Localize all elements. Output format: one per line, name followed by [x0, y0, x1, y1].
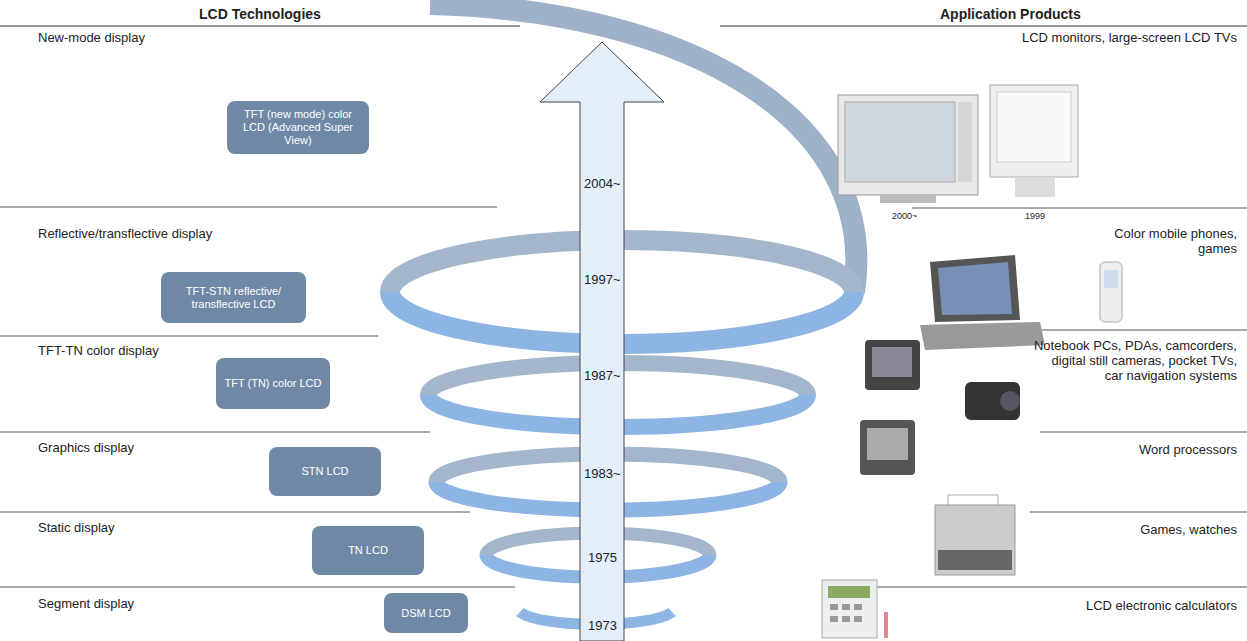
laptop-base	[920, 322, 1045, 350]
technology-box: TFT (new mode) color LCD (Advanced Super…	[227, 101, 369, 154]
technology-box: TFT-STN reflective/ transflective LCD	[161, 272, 306, 323]
calculator-display	[828, 586, 870, 598]
box-text: TFT (TN) color LCD	[225, 377, 322, 390]
year-label: 1999	[1025, 211, 1045, 222]
category-label: Graphics display	[38, 440, 134, 455]
separator-line	[0, 512, 470, 513]
year-label: 1983~	[584, 466, 621, 481]
laptop-screen	[938, 262, 1012, 315]
year-label: 1997~	[584, 272, 621, 287]
keyboard	[938, 550, 1012, 570]
separator-line	[0, 336, 378, 337]
pda-illustration	[865, 340, 920, 390]
calculator-key	[830, 616, 838, 622]
calculator-key	[854, 616, 862, 622]
pen	[884, 612, 888, 638]
calculator-key	[842, 604, 850, 610]
box-text: TN LCD	[348, 544, 388, 557]
technology-box: DSM LCD	[384, 593, 468, 633]
separator-line	[1040, 432, 1247, 433]
category-label: Reflective/transflective display	[38, 226, 212, 241]
separator-line	[912, 208, 1247, 209]
tv-speaker	[958, 102, 972, 182]
phone-illustration	[1100, 262, 1122, 322]
category-label: TFT-TN color display	[38, 343, 159, 358]
product-label: Games, watches	[1037, 522, 1237, 537]
calculator-key	[830, 604, 838, 610]
calculator-illustration	[822, 580, 877, 638]
separator-line	[1030, 512, 1247, 513]
box-text: TFT (new mode) color LCD (Advanced Super…	[235, 108, 361, 147]
year-label: 2004~	[584, 176, 621, 191]
pocket-tv-illustration	[860, 420, 915, 475]
calculator-key	[854, 604, 862, 610]
monitor-screen	[997, 92, 1071, 162]
camcorder-lens	[1000, 391, 1020, 411]
separator-line	[0, 432, 430, 433]
header-rule	[720, 26, 1247, 27]
timeline-arrow	[540, 42, 664, 641]
monitor-illustration	[990, 85, 1078, 177]
header-rule	[0, 26, 520, 27]
product-label: LCD monitors, large-screen LCD TVs	[937, 30, 1237, 45]
technology-box: STN LCD	[269, 447, 381, 496]
column-heading: Application Products	[940, 6, 1081, 22]
year-label: 2000~	[892, 211, 917, 222]
tv-illustration	[838, 95, 978, 195]
column-heading: LCD Technologies	[199, 6, 321, 22]
box-text: STN LCD	[301, 465, 348, 478]
word-processor-illustration	[935, 505, 1015, 575]
box-text: DSM LCD	[401, 607, 451, 620]
monitor-stand	[1015, 177, 1055, 197]
year-label: 1987~	[584, 368, 621, 383]
category-label: New-mode display	[38, 30, 145, 45]
separator-line	[0, 587, 515, 588]
camcorder-illustration	[965, 382, 1020, 420]
separator-line	[0, 207, 497, 208]
box-text: TFT-STN reflective/ transflective LCD	[169, 285, 298, 311]
pocket-tv-screen	[867, 428, 908, 460]
year-label: 1975	[588, 550, 617, 565]
laptop-illustration	[930, 255, 1020, 322]
technology-box: TN LCD	[312, 526, 424, 575]
tv-screen	[845, 102, 955, 182]
separator-line	[1025, 330, 1247, 331]
category-label: Static display	[38, 520, 115, 535]
pda-screen	[872, 347, 912, 377]
technology-box: TFT (TN) color LCD	[216, 358, 330, 409]
product-label: Word processors	[1037, 442, 1237, 457]
product-label: Notebook PCs, PDAs, camcorders, digital …	[1032, 338, 1237, 383]
separator-line	[870, 587, 1247, 588]
product-label: Color mobile phones, games	[1097, 226, 1237, 256]
year-label: 1973	[588, 618, 617, 633]
product-label: LCD electronic calculators	[987, 598, 1237, 613]
category-label: Segment display	[38, 596, 134, 611]
tv-stand	[880, 195, 936, 203]
phone-screen	[1104, 270, 1118, 288]
calculator-key	[842, 616, 850, 622]
